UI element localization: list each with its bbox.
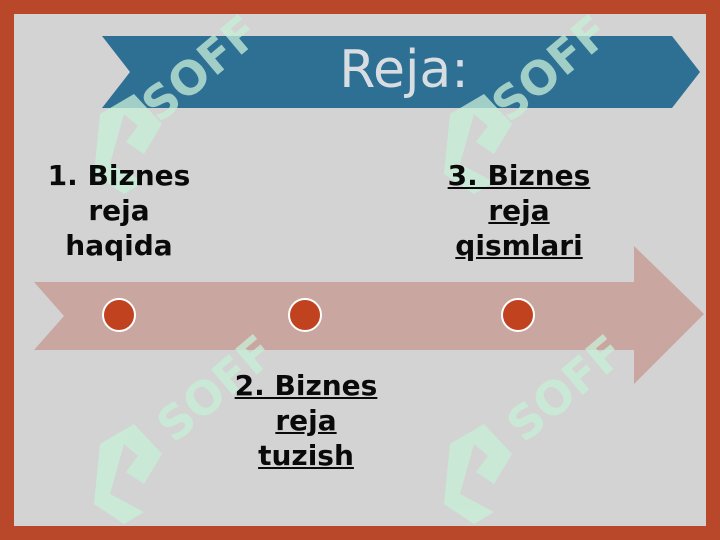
agenda-item-1-line-2: reja [88,194,150,227]
timeline-dot-2 [288,298,322,332]
agenda-item-3-line-1[interactable]: 3. Biznes [447,159,591,192]
agenda-item-2-line-1[interactable]: 2. Biznes [234,369,378,402]
agenda-item-2-line-3[interactable]: tuzish [258,439,354,472]
slide-title: Reja: [339,40,469,100]
agenda-item-2-link[interactable]: 2. Biznes reja tuzish [206,368,406,473]
agenda-item-3-link[interactable]: 3. Biznes reja qismlari [419,158,619,263]
agenda-item-2-line-2[interactable]: reja [275,404,337,437]
agenda-item-1-line-3: haqida [65,229,173,262]
slide-graphics: SOFF SOFF SOFF SOFF [34,14,704,524]
watermark-logo-bottom-right: SOFF [444,324,635,524]
agenda-item-1: 1. Biznes reja haqida [19,158,219,263]
timeline-arrow [34,246,704,384]
timeline-dot-1 [102,298,136,332]
agenda-item-1-line-1: 1. Biznes [47,159,191,192]
agenda-item-3-line-2[interactable]: reja [488,194,550,227]
agenda-item-3-line-3[interactable]: qismlari [455,229,583,262]
title-banner [102,36,700,108]
timeline-dot-3 [501,298,535,332]
slide: SOFF SOFF SOFF SOFF Reja: 1. Biznes reja… [14,14,706,526]
